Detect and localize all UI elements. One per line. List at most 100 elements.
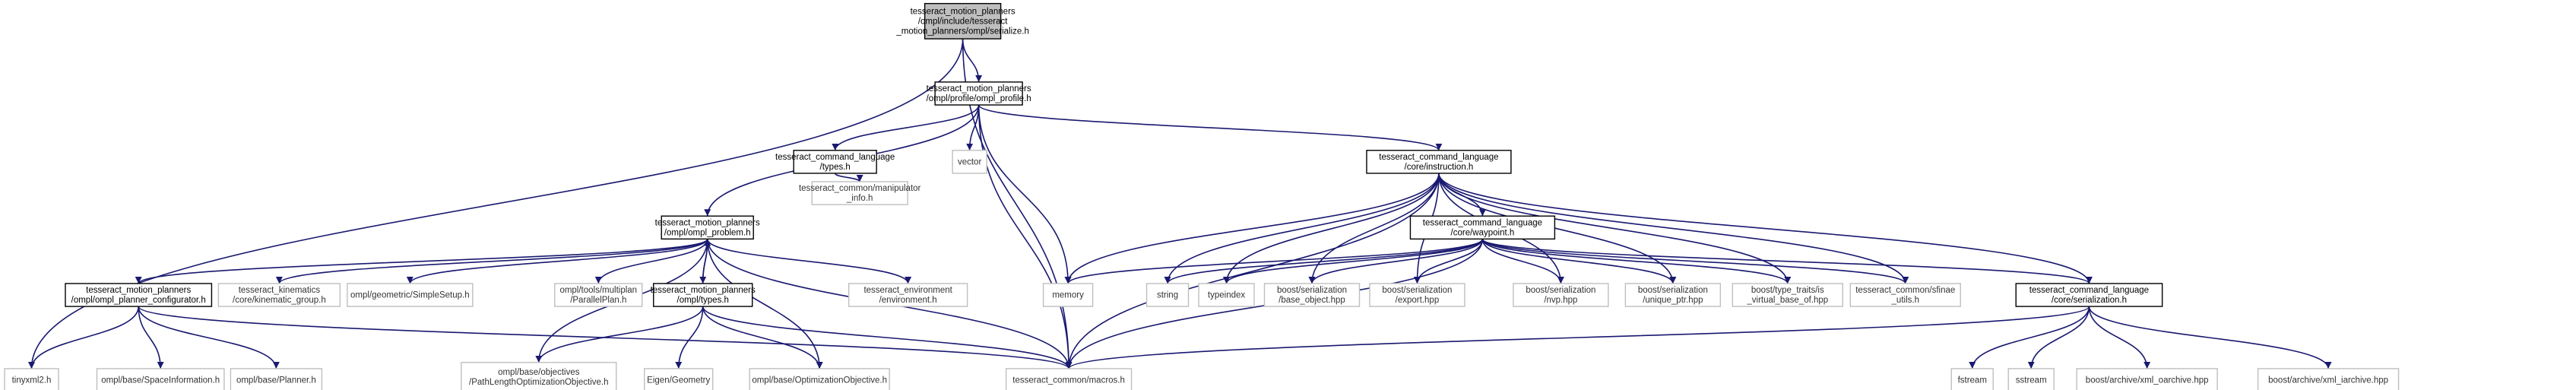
node-label-line: tesseract_kinematics (239, 286, 321, 295)
node-box (1145, 283, 1190, 307)
node-label-line: tesseract_common/macros.h (1012, 376, 1125, 385)
node-box (2015, 283, 2163, 307)
edge-types_h-to-manip_info (834, 173, 863, 182)
node-unique-ptr[interactable]: boost/serialization/unique_ptr.hpp (1624, 283, 1722, 307)
node-waypoint[interactable]: tesseract_command_language/core/waypoint… (1409, 215, 1556, 240)
node-label-line: boost/archive/xml_iarchive.hpp (2268, 376, 2388, 385)
node-box (230, 368, 323, 390)
node-label-line: sstream (2016, 376, 2047, 385)
edge-serialization_h-to-macros (1065, 306, 2090, 369)
node-label-line: /nvp.hpp (1544, 296, 1577, 305)
edge-ompl_types-to-path_length (535, 306, 704, 363)
node-memory[interactable]: memory (1042, 283, 1094, 307)
node-box (644, 368, 714, 390)
node-label-line: boost/type_traits/is (1751, 286, 1824, 295)
node-label-line: ompl/base/Planner.h (236, 376, 316, 385)
edge-instruction-to-string (1164, 173, 1440, 284)
node-path-length[interactable]: ompl/base/objectives/PathLengthOptimizat… (461, 362, 617, 390)
edge-waypoint-to-memory (1064, 238, 1484, 284)
node-label-line: _utils.h (1891, 296, 1919, 305)
node-string[interactable]: string (1145, 283, 1190, 307)
node-label-line: /base_object.hpp (1278, 296, 1345, 305)
node-base-object[interactable]: boost/serialization/base_object.hpp (1263, 283, 1361, 307)
node-space-info[interactable]: ompl/base/SpaceInformation.h (96, 368, 225, 390)
node-ompl-profile[interactable]: tesseract_motion_planners/ompl/profile/o… (927, 81, 1031, 106)
node-label-line: tesseract_common/sfinae (1855, 286, 1955, 295)
node-ompl-problem[interactable]: tesseract_motion_planners/ompl/ompl_prob… (655, 215, 760, 240)
node-opt-objective[interactable]: ompl/base/OptimizationObjective.h (749, 368, 890, 390)
node-box (1950, 368, 1994, 390)
node-label-line: tesseract_common/manipulator (799, 184, 921, 193)
node-label-line: /ompl/profile/ompl_profile.h (927, 94, 1031, 103)
node-label-line: memory (1052, 291, 1084, 300)
edge-waypoint-to-virtual_base (1481, 239, 1792, 284)
node-box (749, 368, 890, 390)
node-fstream[interactable]: fstream (1950, 368, 1994, 390)
edge-ompl_problem-to-kin_group (276, 238, 708, 284)
node-box (1849, 283, 1961, 307)
edge-instruction-to-virtual_base (1438, 173, 1792, 284)
edge-serialization_h-to-sstream (2027, 306, 2090, 369)
node-types-h[interactable]: tesseract_command_language/types.h (775, 150, 895, 174)
edge-configurator-to-space_info (138, 306, 164, 369)
node-box (217, 283, 341, 307)
node-virtual-base[interactable]: boost/type_traits/is_virtual_base_of.hpp (1732, 283, 1843, 307)
node-macros[interactable]: tesseract_common/macros.h (1005, 368, 1133, 390)
node-box (793, 150, 877, 174)
edge-ompl_profile-to-macros (977, 105, 1073, 369)
node-label-line: boost/serialization (1638, 286, 1708, 295)
node-label-line: boost/serialization (1277, 286, 1347, 295)
node-root: tesseract_motion_planners/ompl/include/t… (895, 2, 1029, 40)
node-label-line: ompl/tools/multiplan (559, 286, 637, 295)
node-eigen-geometry[interactable]: Eigen/Geometry (644, 368, 714, 390)
node-label-line: ompl/base/SpaceInformation.h (101, 376, 220, 385)
node-simple-setup[interactable]: ompl/geometric/SimpleSetup.h (347, 283, 474, 307)
node-label-line: /ompl/types.h (677, 296, 729, 305)
edge-waypoint-to-typeindex (1223, 239, 1484, 284)
edge-waypoint-to-string (1164, 239, 1484, 284)
node-label-line: /ompl/include/tesseract (918, 17, 1008, 26)
node-environment[interactable]: tesseract_environment/environment.h (848, 283, 968, 307)
node-xml-iarchive[interactable]: boost/archive/xml_iarchive.hpp (2257, 368, 2400, 390)
node-box (1369, 283, 1465, 307)
node-box (96, 368, 225, 390)
node-kin-group[interactable]: tesseract_kinematics/core/kinematic_grou… (217, 283, 341, 307)
node-label-line: _virtual_base_of.hpp (1746, 296, 1828, 305)
edge-ompl_problem-to-simple_setup (406, 239, 708, 284)
node-box (934, 81, 1023, 106)
node-label-line: tesseract_motion_planners (651, 286, 756, 295)
edge-ompl_profile-to-types_h (832, 104, 980, 151)
node-typeindex[interactable]: typeindex (1198, 283, 1255, 307)
node-box (554, 283, 643, 307)
node-ompl-types[interactable]: tesseract_motion_planners/ompl/types.h (651, 283, 756, 307)
node-xml-oarchive[interactable]: boost/archive/xml_oarchive.hpp (2076, 368, 2218, 390)
node-parallel-plan[interactable]: ompl/tools/multiplan/ParallelPlan.h (554, 283, 643, 307)
node-label-line: /core/instruction.h (1405, 163, 1474, 172)
edge-instruction-to-serialization_h (1438, 173, 2093, 284)
node-box (848, 283, 968, 307)
edge-waypoint-to-sfinae (1481, 238, 1909, 284)
node-box (1732, 283, 1843, 307)
node-label-line: ompl/base/OptimizationObjective.h (752, 376, 887, 385)
node-box (2076, 368, 2218, 390)
node-sfinae[interactable]: tesseract_common/sfinae_utils.h (1849, 283, 1961, 307)
node-sstream[interactable]: sstream (2007, 368, 2055, 390)
node-planner[interactable]: ompl/base/Planner.h (230, 368, 323, 390)
node-box (1366, 150, 1512, 174)
edges (28, 39, 2332, 369)
node-configurator[interactable]: tesseract_motion_planners/ompl/ompl_plan… (65, 283, 213, 307)
node-vector[interactable]: vector (952, 150, 987, 174)
node-nvp[interactable]: boost/serialization/nvp.hpp (1513, 283, 1609, 307)
node-label-line: string (1157, 291, 1178, 300)
node-export[interactable]: boost/serialization/export.hpp (1369, 283, 1465, 307)
node-box (1042, 283, 1094, 307)
node-manip-info[interactable]: tesseract_common/manipulator_info.h (799, 181, 921, 205)
node-tinyxml2[interactable]: tinyxml2.h (4, 368, 59, 390)
edge-ompl_problem-to-configurator (135, 238, 708, 284)
node-serialization-h[interactable]: tesseract_command_language/core/serializ… (2015, 283, 2163, 307)
edge-ompl_problem-to-parallel_plan (594, 239, 708, 284)
edge-ompl_types-to-macros (702, 306, 1073, 369)
node-instruction[interactable]: tesseract_command_language/core/instruct… (1366, 150, 1512, 174)
edge-instruction-to-typeindex (1223, 173, 1440, 284)
